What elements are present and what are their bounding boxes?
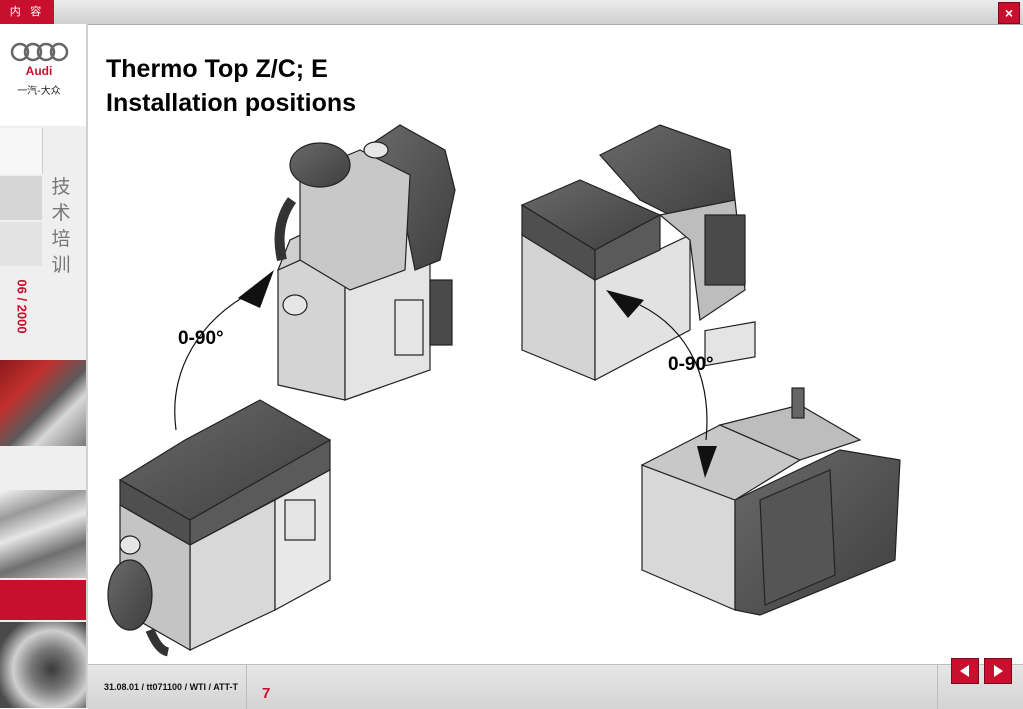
document-reference: 31.08.01 / tt071100 / WTI / ATT-T xyxy=(104,682,239,692)
section-char: 培 xyxy=(51,228,71,250)
close-icon: × xyxy=(1004,5,1014,21)
sidebar-photo xyxy=(0,622,86,708)
sidebar-block xyxy=(0,176,42,220)
next-page-button[interactable] xyxy=(984,658,1012,684)
subtitle-line: Installation positions xyxy=(106,89,357,117)
edition-text: 06 / 2000 xyxy=(14,279,30,334)
footer-divider xyxy=(246,665,247,709)
previous-page-button[interactable] xyxy=(951,658,979,684)
title-line: Thermo Top Z/C; E xyxy=(106,55,328,83)
rotation-arrow-left xyxy=(174,270,274,431)
top-bar: 内 容 × xyxy=(0,0,1023,25)
page-number: 7 xyxy=(262,685,271,702)
sidebar-photo xyxy=(0,490,86,578)
heater-horizontal-left xyxy=(107,399,332,657)
heater-horizontal-right xyxy=(520,124,746,381)
sidebar-photo xyxy=(0,360,86,446)
sidebar-block xyxy=(0,128,43,174)
edition-label: 06 / 2000 xyxy=(4,269,38,349)
heater-vertical-left xyxy=(274,124,456,401)
arrow-right-icon xyxy=(994,665,1003,677)
audi-logo: Audi 一汽-大众 xyxy=(0,24,86,126)
footer-divider xyxy=(937,665,938,709)
section-char: 术 xyxy=(51,202,71,224)
angle-label-left: 0-90° xyxy=(178,328,224,349)
rotation-arrow-right xyxy=(606,290,717,478)
section-char: 训 xyxy=(51,254,71,276)
section-char: 技 xyxy=(51,176,71,198)
close-button[interactable]: × xyxy=(998,2,1020,24)
footer-bar: 31.08.01 / tt071100 / WTI / ATT-T 7 xyxy=(88,664,1023,709)
audi-rings-icon xyxy=(10,42,69,62)
sidebar-photo-accent xyxy=(0,580,86,620)
page-title: Thermo Top Z/C; E Installation positions xyxy=(106,52,356,120)
sidebar: Audi 一汽-大众 技 术 培 训 06 / 2000 xyxy=(0,24,88,708)
logo-subtitle: 一汽-大众 xyxy=(17,86,61,97)
contents-menu-button[interactable]: 内 容 xyxy=(0,0,54,24)
sidebar-block xyxy=(0,222,42,266)
arrow-left-icon xyxy=(960,665,969,677)
angle-label-right: 0-90° xyxy=(668,354,714,375)
logo-wordmark: Audi xyxy=(25,64,53,78)
section-title: 技 术 培 训 xyxy=(46,174,76,278)
